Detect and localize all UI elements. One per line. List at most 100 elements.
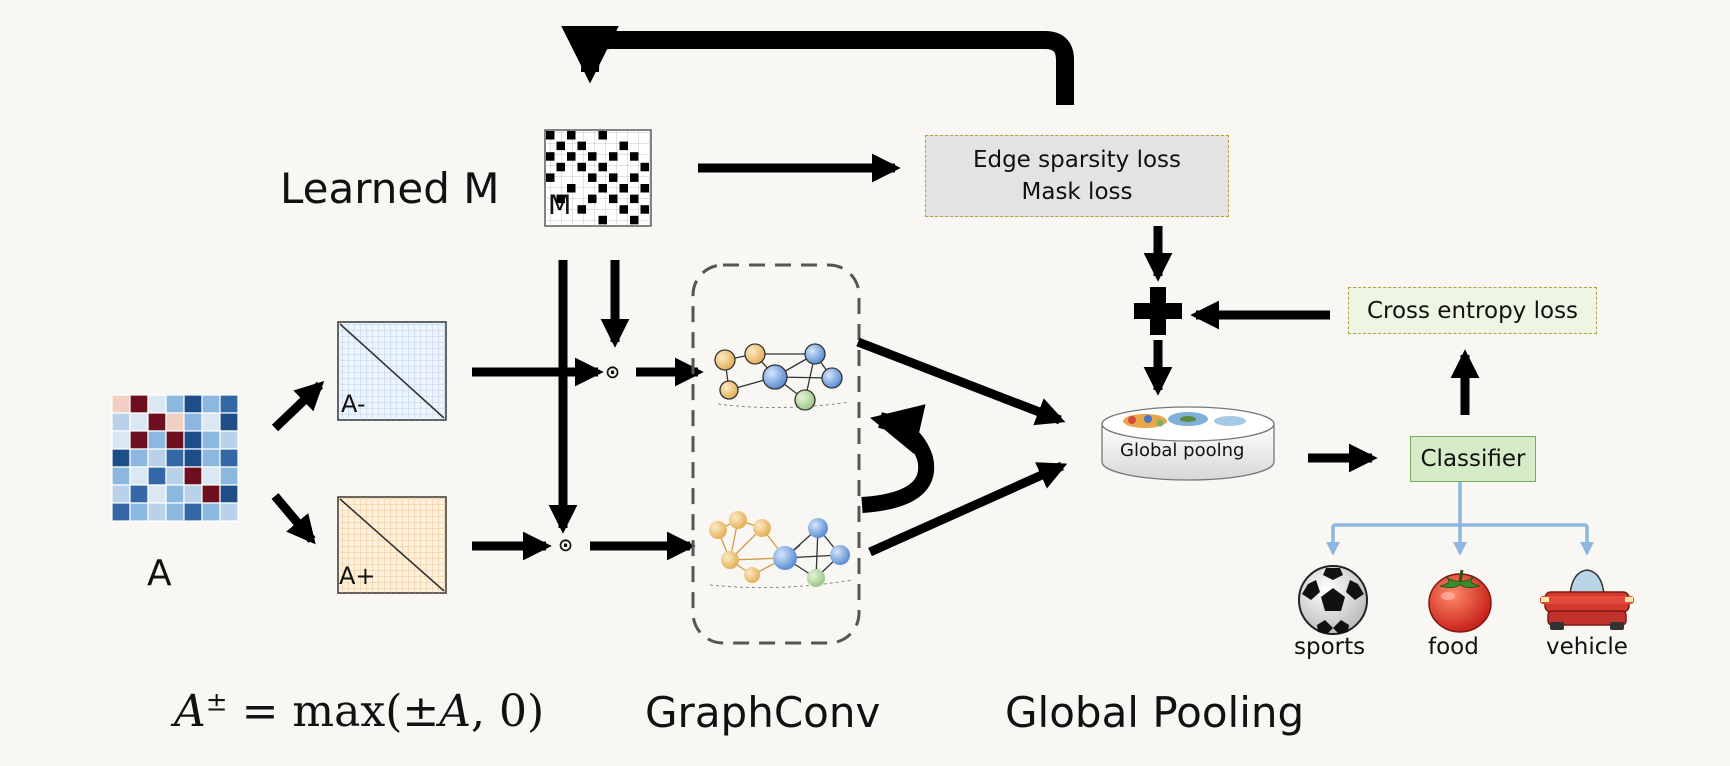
- hadamard-lower: ⊙: [558, 535, 574, 556]
- mask-cell: [577, 205, 586, 214]
- adjacency-cell: [111, 394, 131, 414]
- adjacency-cell: [219, 394, 239, 414]
- adjacency-cell: [219, 466, 239, 486]
- mask-cell: [619, 205, 628, 214]
- mask-cell: [588, 194, 597, 204]
- adjacency-cell: [129, 502, 149, 522]
- output-label-food: food: [1428, 634, 1479, 660]
- adjacency-cell: [201, 484, 221, 504]
- lower-graph: [709, 511, 853, 589]
- mask-cell: [546, 152, 555, 161]
- adjacency-cell: [111, 430, 131, 450]
- loss-box: Edge sparsity loss Mask loss: [925, 135, 1229, 217]
- arrow-upper-graph-to-pooling: [856, 337, 1066, 426]
- matrix-a: [111, 394, 239, 522]
- adjacency-cell: [111, 466, 131, 486]
- adjacency-cell: [219, 484, 239, 504]
- mask-cell: [630, 173, 639, 182]
- mask-cell: [609, 152, 618, 161]
- mask-cell: [619, 184, 628, 193]
- mask-cell: [577, 162, 586, 172]
- a-plus-label: A+: [339, 562, 376, 590]
- adjacency-cell: [129, 466, 149, 486]
- adjacency-cell: [165, 466, 185, 486]
- global-pooling-label: Global Pooling: [1005, 688, 1305, 737]
- adjacency-cell: [219, 412, 239, 432]
- adjacency-cell: [147, 466, 167, 486]
- mask-cell: [588, 173, 597, 182]
- adjacency-cell: [165, 430, 185, 450]
- mask-cell: [546, 131, 555, 140]
- formula-rest: = max(±: [241, 686, 440, 737]
- adjacency-cell: [201, 430, 221, 450]
- adjacency-cell: [219, 430, 239, 450]
- arrow-a-to-aplus: [271, 493, 316, 545]
- arrow-lower-graph-to-pooling: [868, 461, 1068, 557]
- formula-var: A: [439, 686, 472, 737]
- feedback-arrow: [561, 25, 1074, 105]
- arrow-a-to-aminus: [271, 381, 325, 432]
- mask-cell: [567, 131, 576, 140]
- adjacency-cell: [183, 484, 203, 504]
- mask-cell: [609, 173, 618, 182]
- curved-recurrent-arrow: [861, 404, 935, 513]
- adjacency-cell: [201, 466, 221, 486]
- adjacency-cell: [147, 484, 167, 504]
- formula-base: A: [174, 686, 206, 737]
- classifier-branches: [1326, 480, 1594, 556]
- adjacency-cell: [201, 502, 221, 522]
- mask-cell: [567, 184, 576, 193]
- adjacency-cell: [147, 394, 167, 414]
- adjacency-cell: [147, 502, 167, 522]
- formula-end: , 0): [471, 686, 545, 737]
- adjacency-cell: [183, 412, 203, 432]
- hadamard-upper: ⊙: [605, 362, 621, 383]
- global-pooling-disk: [1101, 406, 1275, 481]
- adjacency-cell: [147, 448, 167, 468]
- adjacency-cell: [129, 448, 149, 468]
- adjacency-cell: [111, 484, 131, 504]
- adjacency-cell: [183, 430, 203, 450]
- plus-icon: [1134, 287, 1182, 335]
- global-pooling-disk-label: Global poolng: [1120, 440, 1245, 461]
- adjacency-cell: [111, 412, 131, 432]
- mask-cell: [556, 141, 565, 151]
- mask-cell: [640, 205, 649, 214]
- adjacency-cell: [165, 484, 185, 504]
- mask-cell: [598, 184, 607, 193]
- mask-cell: [556, 194, 565, 204]
- mask-cell: [630, 194, 639, 204]
- cross-entropy-label: Cross entropy loss: [1366, 297, 1579, 324]
- mask-cell: [640, 162, 649, 172]
- adjacency-cell: [183, 394, 203, 414]
- matrix-a-minus: [337, 321, 447, 421]
- car-icon: [1540, 569, 1634, 630]
- matrix-m-label: M: [548, 190, 572, 221]
- adjacency-cell: [201, 412, 221, 432]
- adjacency-cell: [147, 430, 167, 450]
- adjacency-cell: [201, 448, 221, 468]
- mask-cell: [598, 162, 607, 172]
- mask-cell: [567, 152, 576, 161]
- output-label-sports: sports: [1294, 634, 1366, 660]
- upper-graph: [714, 343, 851, 411]
- a-minus-label: A-: [341, 390, 366, 418]
- classifier-box: Classifier: [1410, 436, 1536, 482]
- formula-sup: ±: [205, 687, 228, 718]
- adjacency-cell: [183, 502, 203, 522]
- soccer-ball-icon: [1298, 565, 1368, 635]
- matrix-a-plus: [337, 496, 447, 594]
- learned-m-label: Learned M: [280, 164, 500, 213]
- tomato-icon: [1428, 569, 1492, 633]
- adjacency-cell: [147, 412, 167, 432]
- adjacency-cell: [129, 430, 149, 450]
- adjacency-cell: [183, 448, 203, 468]
- mask-cell: [630, 152, 639, 161]
- adjacency-cell: [219, 502, 239, 522]
- cross-entropy-box: Cross entropy loss: [1348, 287, 1597, 334]
- mask-cell: [609, 194, 618, 204]
- matrix-a-label: A: [147, 553, 172, 594]
- adjacency-cell: [111, 502, 131, 522]
